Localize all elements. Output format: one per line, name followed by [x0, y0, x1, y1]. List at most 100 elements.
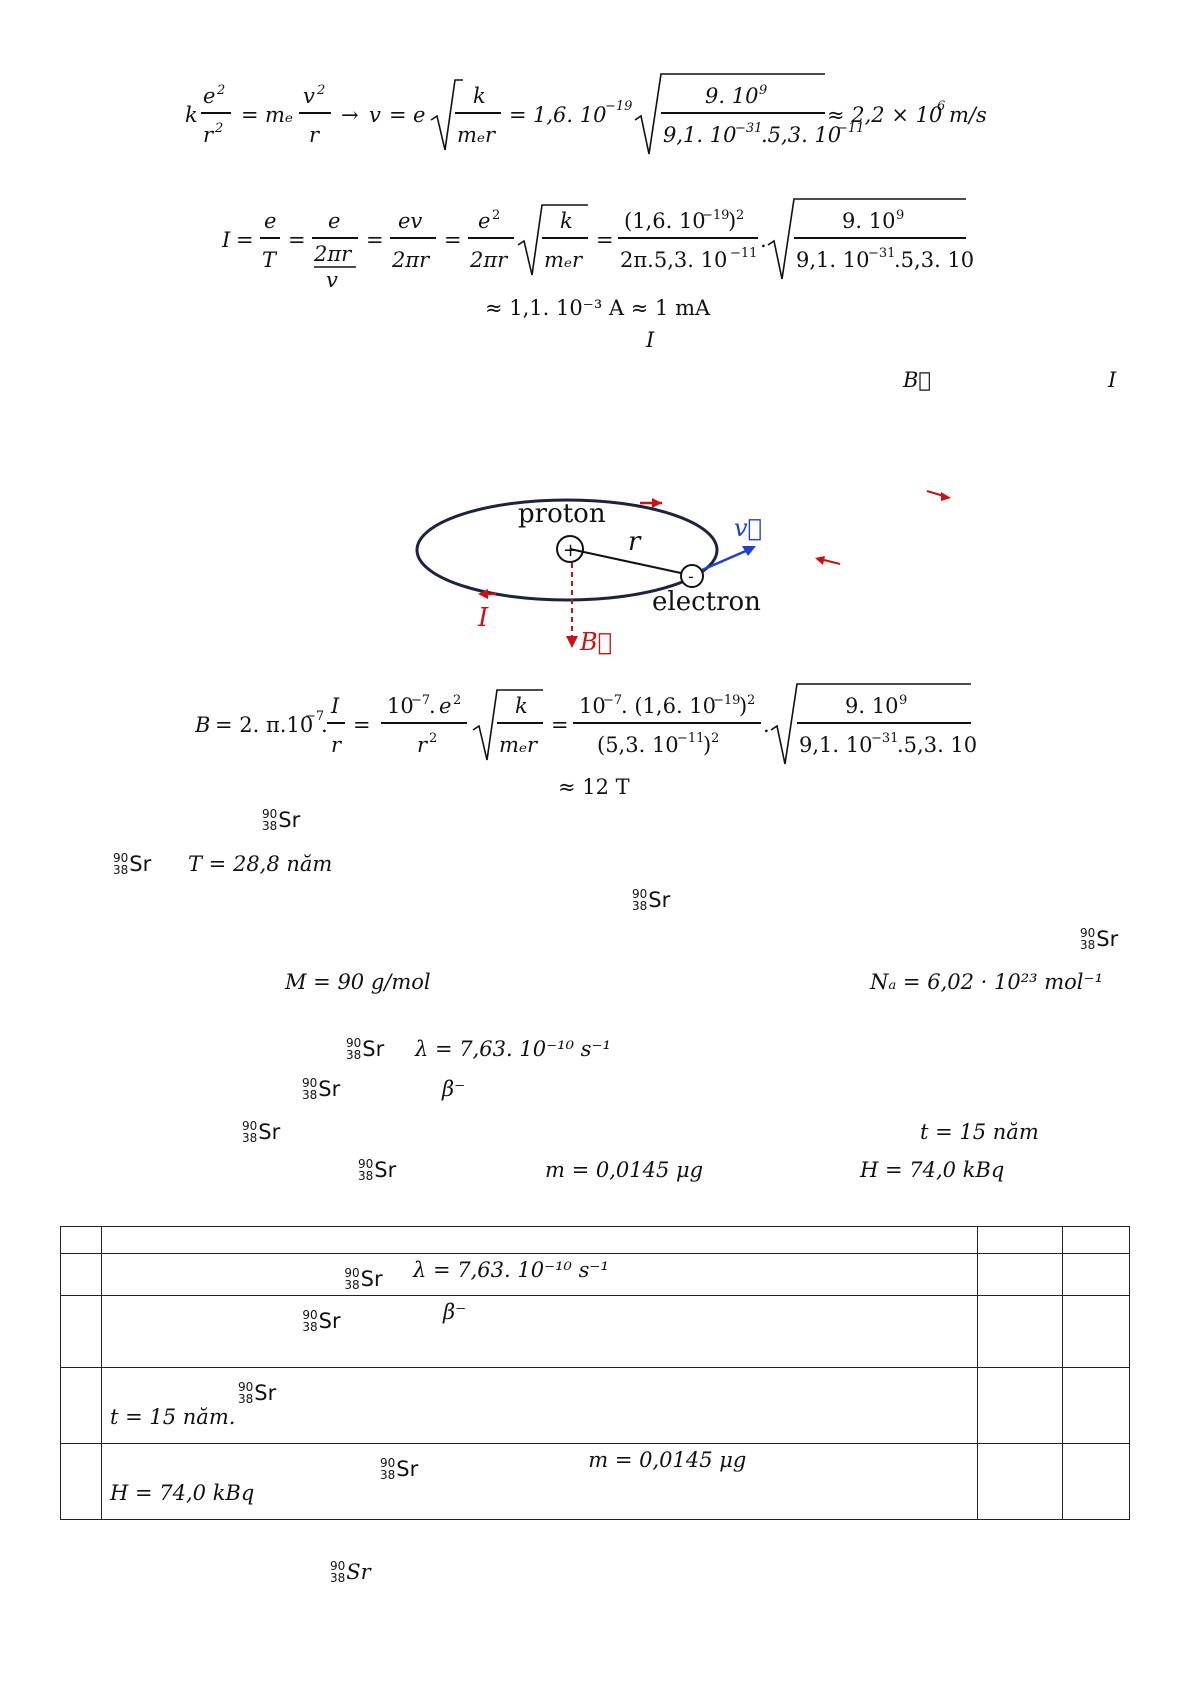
svg-text:mₑr: mₑr — [457, 123, 497, 147]
svg-text:(1,6. 10: (1,6. 10 — [624, 209, 706, 233]
svg-text:2: 2 — [492, 208, 500, 223]
red-arrow-left-icon — [815, 556, 841, 565]
svg-text:=: = — [509, 103, 527, 127]
symbol-B-vector: B⃗ — [903, 368, 932, 392]
svg-text:): ) — [739, 694, 747, 718]
svg-text:I: I — [330, 694, 340, 718]
svg-text:I: I — [222, 228, 231, 252]
equation-current-result: ≈ 1,1. 10⁻³ A ≈ 1 mA — [485, 296, 711, 320]
velocity-label: v⃗ — [734, 514, 762, 542]
table-activity: H = 74,0 kBq — [110, 1481, 255, 1505]
svg-text:r: r — [309, 123, 321, 147]
svg-text:=: = — [353, 713, 371, 737]
svg-text:9,1. 10: 9,1. 10 — [663, 123, 736, 147]
table-cell — [1062, 1295, 1130, 1368]
svg-text:10: 10 — [579, 694, 606, 718]
table-cell — [977, 1295, 1063, 1368]
svg-text:=: = — [241, 103, 259, 127]
svg-text:.: . — [763, 713, 770, 737]
svg-text:=: = — [236, 228, 254, 252]
svg-text:−19: −19 — [702, 208, 729, 223]
svg-text:e: e — [413, 103, 425, 127]
svg-text:−7: −7 — [305, 709, 324, 724]
svg-text:m/s: m/s — [949, 103, 987, 127]
svg-text:10: 10 — [387, 694, 414, 718]
svg-text:k: k — [515, 694, 528, 718]
electron-sign: - — [688, 567, 694, 586]
table-cell — [101, 1226, 978, 1254]
svg-text:e: e — [203, 84, 215, 108]
radius-label: r — [628, 527, 642, 557]
current-label: I — [477, 603, 489, 633]
svg-text:9. 10: 9. 10 — [845, 694, 898, 718]
svg-text:−19: −19 — [713, 693, 740, 708]
svg-text:e: e — [439, 694, 451, 718]
svg-text:9,1. 10: 9,1. 10 — [799, 733, 872, 757]
svg-text:v: v — [303, 84, 315, 108]
svg-text:mₑr: mₑr — [544, 248, 584, 272]
beta-minus-label: β⁻ — [442, 1077, 466, 1101]
svg-text:.: . — [321, 713, 328, 737]
atom-diagram-svg: proton + - r v⃗ electron I B⃗ — [415, 498, 762, 656]
svg-text:=: = — [444, 228, 462, 252]
svg-text:9: 9 — [759, 83, 767, 98]
svg-text:−11: −11 — [677, 731, 704, 746]
symbol-I-right: I — [1108, 368, 1117, 392]
svg-text:2: 2 — [711, 731, 719, 746]
svg-text:2: 2 — [453, 693, 461, 708]
svg-text:2πr: 2πr — [391, 248, 431, 272]
proton-label: proton — [518, 499, 606, 529]
svg-text:9. 10: 9. 10 — [705, 84, 758, 108]
svg-text:e: e — [478, 209, 490, 233]
svg-text:mₑ: mₑ — [265, 103, 293, 127]
proton-sign: + — [563, 540, 578, 561]
electron-circle — [680, 564, 704, 588]
svg-text:−11: −11 — [730, 246, 757, 261]
svg-text:.5,3. 10: .5,3. 10 — [894, 248, 974, 272]
svg-text:T: T — [262, 248, 278, 272]
velocity-arrow — [701, 548, 749, 572]
table-cell — [60, 1443, 102, 1520]
svg-text:−7: −7 — [411, 693, 430, 708]
svg-text:9: 9 — [899, 693, 907, 708]
svg-text:−31: −31 — [868, 246, 895, 261]
svg-text:=: = — [551, 713, 569, 737]
table-time: t = 15 năm. — [110, 1405, 236, 1429]
table-cell — [1062, 1443, 1130, 1520]
svg-text:.: . — [760, 228, 767, 252]
svg-text:=: = — [288, 228, 306, 252]
svg-text:): ) — [703, 733, 711, 757]
table-cell — [977, 1367, 1063, 1444]
b-field-label: B⃗ — [579, 628, 612, 656]
svg-text:mₑr: mₑr — [499, 733, 539, 757]
table-cell — [977, 1253, 1063, 1296]
table-header-row — [60, 1226, 1130, 1254]
svg-text:r: r — [417, 733, 429, 757]
svg-text:−31: −31 — [735, 121, 762, 136]
svg-text:2: 2 — [316, 83, 325, 98]
svg-text:2: 2 — [736, 208, 744, 223]
svg-text:k: k — [473, 84, 486, 108]
svg-text:−19: −19 — [605, 99, 632, 114]
svg-text:r: r — [203, 123, 215, 147]
table-cell — [1062, 1253, 1130, 1296]
molar-mass-value: M = 90 g/mol — [285, 970, 431, 994]
svg-text:−11: −11 — [837, 121, 864, 136]
